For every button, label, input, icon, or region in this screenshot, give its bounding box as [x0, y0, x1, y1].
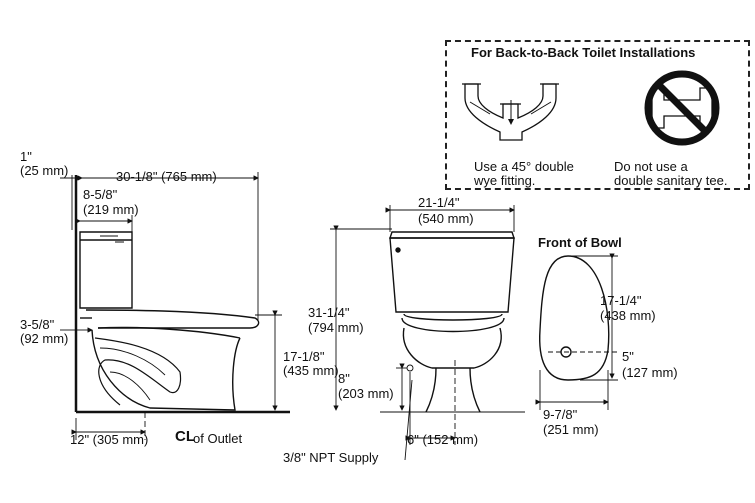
inset-left-caption-line2: wye fitting.: [474, 173, 536, 188]
dim-wall-gap-mm: (25 mm): [20, 163, 69, 178]
inset-left-caption-line1: Use a 45° double: [474, 159, 574, 174]
centerline-of-outlet-label: of Outlet: [193, 431, 243, 446]
dim-bowl-width-mm: (251 mm): [543, 422, 599, 437]
side-view-toilet: [74, 175, 290, 414]
dim-rough-in: 12" (305 mm): [70, 432, 149, 447]
bowl-outline: [539, 255, 610, 381]
dim-supply-height-mm: (203 mm): [338, 386, 394, 401]
bowl-title: Front of Bowl: [538, 235, 622, 250]
prohibited-sanitary-tee-icon: [644, 70, 720, 146]
dim-supply-height: 8": [338, 371, 350, 386]
dim-tank-depth-mm: (219 mm): [83, 202, 139, 217]
dim-seat-offset-mm: (92 mm): [20, 331, 69, 346]
dim-rim-height-mm: (435 mm): [283, 363, 339, 378]
inset-right-caption-line1: Do not use a: [614, 159, 688, 174]
back-to-back-inset: [445, 40, 750, 190]
dim-supply-offset: 6" (152 mm): [407, 432, 479, 447]
dim-tank-width: 21-1/4": [418, 195, 460, 210]
dim-overall-height: 31-1/4": [308, 305, 350, 320]
inset-right-caption-line2: double sanitary tee.: [614, 173, 728, 188]
double-wye-fitting: [462, 83, 559, 141]
supply-label: 3/8" NPT Supply: [283, 450, 379, 465]
dim-overall-height-mm: (794 mm): [308, 320, 364, 335]
dim-tank-depth: 8-5/8": [83, 187, 118, 202]
dim-outlet-offset-mm: (127 mm): [622, 365, 678, 380]
bowl-dimensions: [535, 253, 618, 410]
centerline-symbol: CL: [175, 428, 195, 445]
dim-bowl-length: 17-1/4": [600, 293, 642, 308]
dim-tank-width-mm: (540 mm): [418, 211, 474, 226]
dim-bowl-width: 9-7/8": [543, 407, 578, 422]
inset-title: For Back-to-Back Toilet Installations: [471, 45, 696, 60]
dim-wall-gap: 1": [20, 149, 32, 164]
dim-seat-offset: 3-5/8": [20, 317, 55, 332]
dim-overall-depth: 30-1/8" (765 mm): [116, 169, 217, 184]
front-view-dimensions: [330, 205, 525, 461]
dim-rim-height: 17-1/8": [283, 349, 325, 364]
dim-outlet-offset: 5": [622, 349, 634, 364]
front-view-toilet: [389, 231, 515, 413]
side-view-dimensions: [60, 172, 282, 440]
dim-bowl-length-mm: (438 mm): [600, 308, 656, 323]
